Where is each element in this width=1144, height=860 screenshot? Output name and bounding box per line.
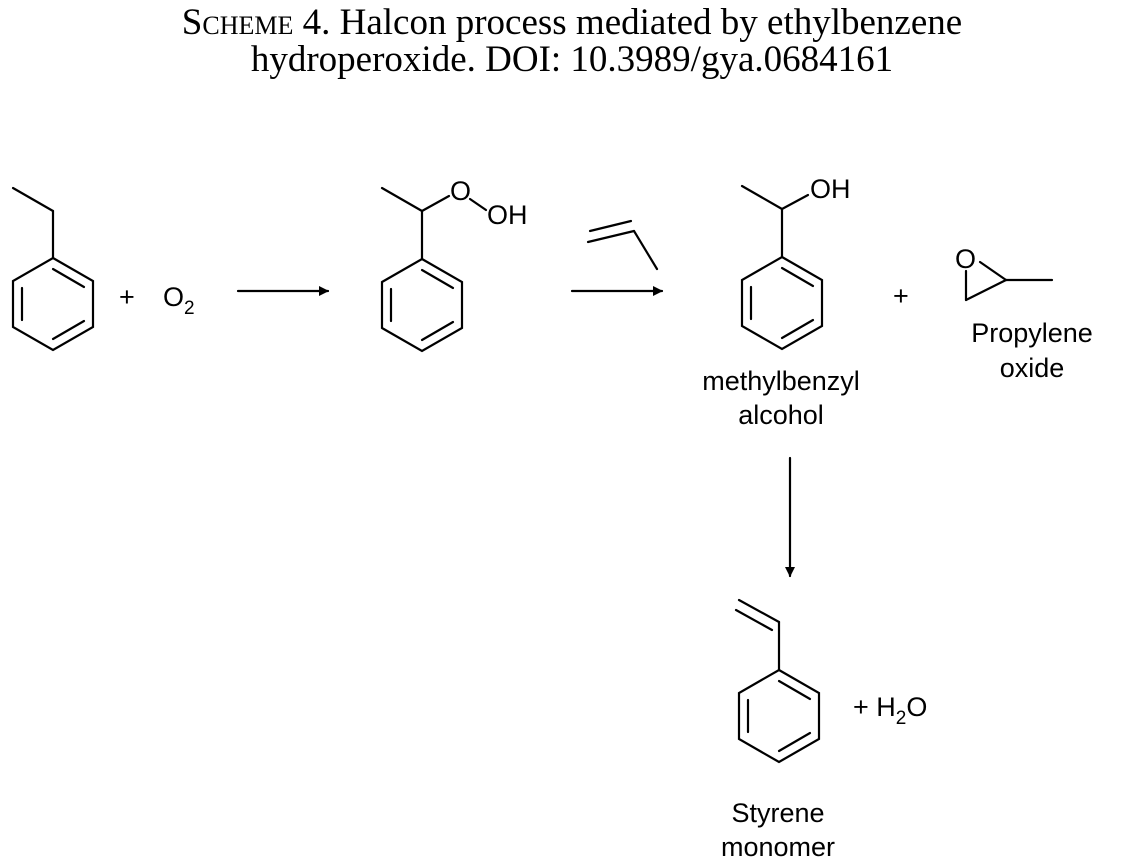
hydroperoxide-structure	[380, 186, 488, 353]
propylene-oxide-structure	[964, 260, 1054, 302]
alcohol-label-line-2: alcohol	[738, 400, 824, 430]
alcohol-label-line-1: methylbenzyl	[702, 366, 860, 396]
benzene-ring-1	[11, 256, 95, 352]
caption-text: Halcon process mediated by ethylbenzene	[339, 2, 963, 43]
epoxide-label-line-1: Propylene	[971, 318, 1093, 348]
methylbenzyl-alcohol-structure	[740, 184, 824, 351]
alcohol-oh-group: OH	[810, 174, 851, 204]
benzene-ring-2	[380, 257, 464, 353]
hydroperoxide-oh-group: OH	[487, 200, 528, 230]
propylene-reagent	[586, 219, 659, 271]
plus-sign-2: +	[893, 281, 909, 311]
peroxide-oxygen-atom: O	[450, 176, 471, 206]
caption-line-1: Scheme 4. Halcon process mediated by eth…	[0, 4, 1144, 41]
caption: Scheme 4. Halcon process mediated by eth…	[0, 0, 1144, 78]
plus-sign-1: +	[119, 282, 135, 312]
caption-line-2: hydroperoxide. DOI: 10.3989/gya.0684161	[250, 39, 894, 80]
ethylbenzene-structure	[11, 186, 95, 352]
epoxide-label-line-2: oxide	[1000, 353, 1065, 383]
styrene-structure	[734, 598, 821, 764]
epoxide-oxygen-atom: O	[955, 244, 976, 274]
water-product: + H2O	[853, 692, 927, 729]
styrene-label-line-1: Styrene	[731, 798, 824, 828]
benzene-ring-4	[737, 668, 821, 764]
styrene-label-line-2: monomer	[721, 832, 835, 860]
oxygen-reagent: O2	[163, 282, 195, 319]
benzene-ring-3	[740, 255, 824, 351]
caption-label: Scheme 4.	[181, 2, 331, 43]
